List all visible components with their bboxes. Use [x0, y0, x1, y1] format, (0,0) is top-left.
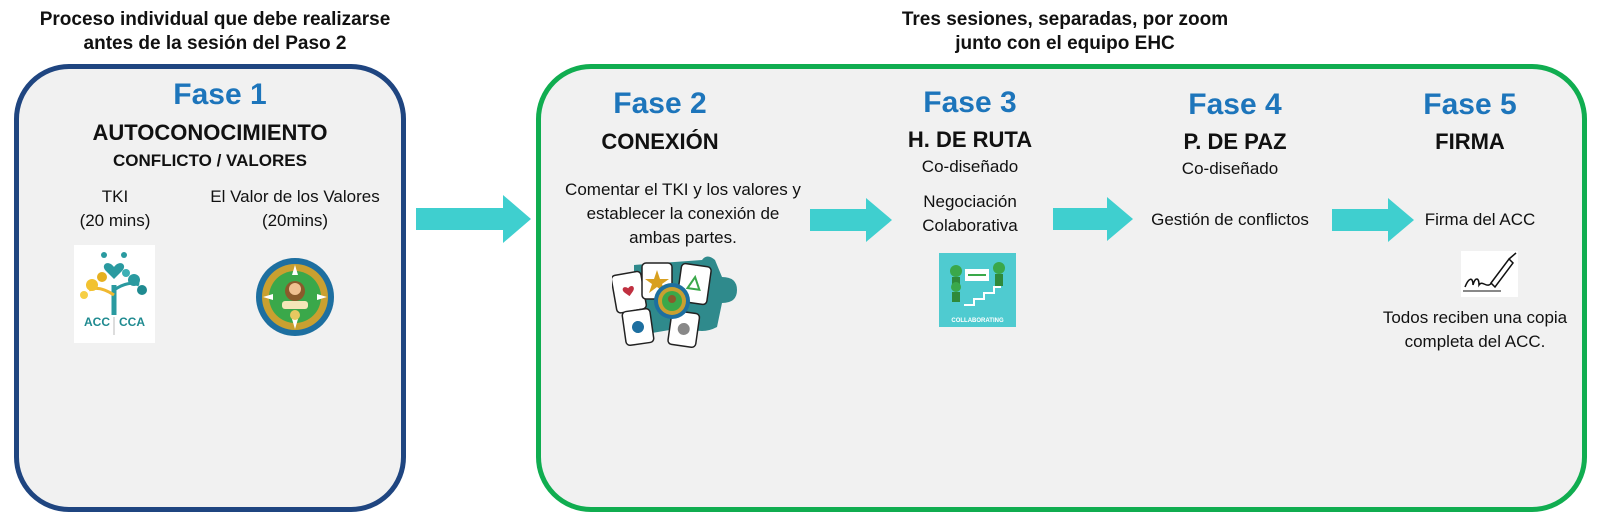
fase4-description: Gestión de conflictos [1151, 210, 1309, 229]
fase5-label: Fase 5 [1423, 88, 1517, 121]
fase4-label: Fase 4 [1188, 88, 1282, 121]
acc-cca-logo-icon: ACC CCA [74, 245, 155, 343]
collaborating-caption: COLLABORATING [951, 318, 1004, 324]
arrow-fase3-to-fase4 [1053, 197, 1133, 241]
valores-name: El Valor de los Valores [210, 187, 380, 206]
fase4-title: P. DE PAZ [1183, 129, 1287, 154]
signature-pen-icon [1461, 251, 1518, 297]
fase5-title: FIRMA [1435, 129, 1505, 154]
logo-text-right: CCA [119, 315, 145, 329]
header-right-line2: junto con el equipo EHC [955, 33, 1175, 54]
fase3-title: H. DE RUTA [907, 127, 1033, 152]
header-left-line2: antes de la sesión del Paso 2 [83, 33, 347, 54]
arrow-fase2-to-fase3 [810, 198, 892, 242]
header-right: Tres sesiones, separadas, por zoom junto… [820, 8, 1310, 56]
fase2-label: Fase 2 [613, 87, 707, 120]
fase5-description: Firma del ACC [1424, 210, 1536, 229]
valores-duration: (20mins) [261, 211, 329, 230]
fase3-desc-line2: Colaborativa [922, 216, 1018, 235]
fase2-desc-line2: establecer la conexión de [586, 204, 780, 223]
logo-text-left: ACC [84, 315, 110, 329]
fase2-title: CONEXIÓN [601, 129, 719, 154]
tki-duration: (20 mins) [79, 211, 151, 230]
puzzle-cards-icon [612, 255, 742, 350]
fase2-desc-line1: Comentar el TKI y los valores y [565, 180, 801, 199]
fase5-note-line1: Todos reciben una copia [1382, 308, 1568, 327]
fase3-description: Negociación Colaborativa [870, 190, 1070, 238]
fase3-label: Fase 3 [923, 86, 1017, 119]
tki-name: TKI [101, 187, 129, 206]
collaborating-image: COLLABORATING [939, 253, 1016, 327]
header-right-line1: Tres sesiones, separadas, por zoom [901, 9, 1229, 30]
fase2-desc-line3: ambas partes. [629, 228, 737, 247]
header-left: Proceso individual que debe realizarse a… [10, 8, 420, 56]
fase1-subtitle: CONFLICTO / VALORES [113, 151, 307, 170]
fase1-title: AUTOCONOCIMIENTO [92, 120, 328, 145]
fase5-note-line2: completa del ACC. [1404, 332, 1546, 351]
fase4-note: Co-diseñado [1181, 159, 1279, 178]
fase2-description: Comentar el TKI y los valores y establec… [538, 178, 828, 250]
fase1-label: Fase 1 [173, 78, 267, 111]
fase3-desc-line1: Negociación [923, 192, 1017, 211]
tki-block: TKI (20 mins) [60, 185, 170, 233]
arrow-fase4-to-fase5 [1332, 198, 1414, 242]
values-compass-badge-icon [255, 257, 335, 337]
fase3-note: Co-diseñado [921, 157, 1019, 176]
header-left-line1: Proceso individual que debe realizarse [39, 9, 391, 30]
valores-block: El Valor de los Valores (20mins) [190, 185, 400, 233]
fase5-note: Todos reciben una copia completa del ACC… [1365, 306, 1585, 354]
arrow-fase1-to-fase2 [416, 195, 531, 243]
